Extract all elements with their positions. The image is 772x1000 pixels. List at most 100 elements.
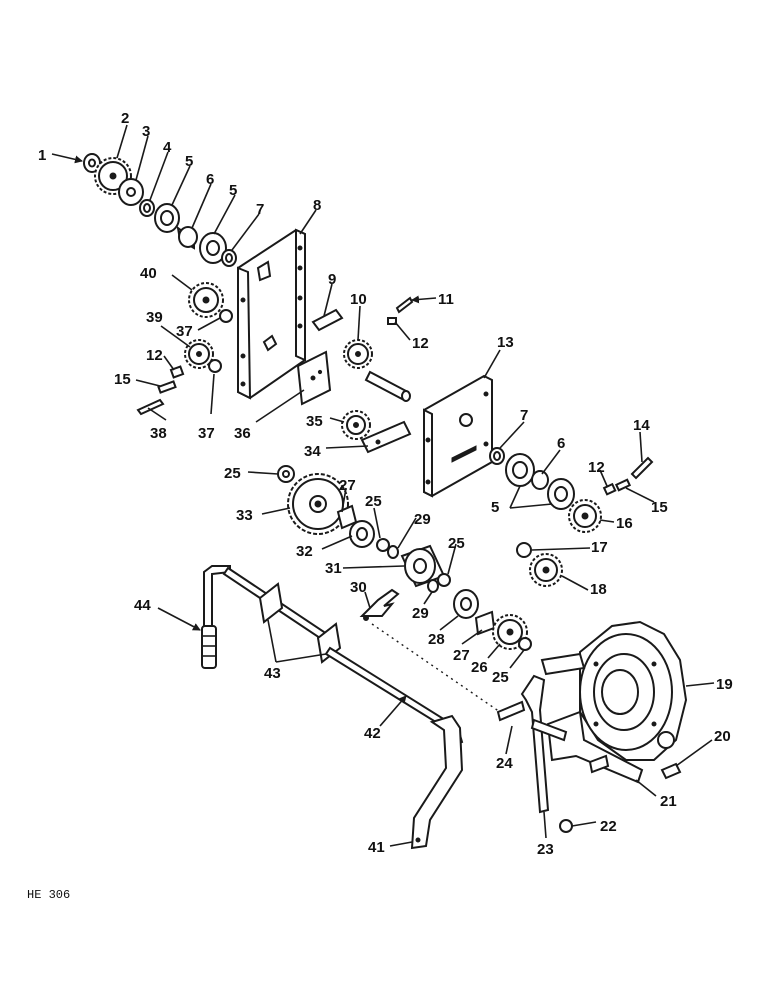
callout-31: 31 — [325, 560, 342, 577]
pin-15-right — [614, 478, 632, 492]
callout-40: 40 — [140, 265, 157, 282]
clutch-32-hole — [356, 527, 368, 541]
shift-fork-30-hole — [363, 615, 369, 621]
bolt-38 — [136, 398, 165, 416]
gearbox-19 — [540, 620, 688, 761]
callout-30: 30 — [350, 579, 367, 596]
bracket-43-right — [316, 622, 342, 664]
callout-5-top-a: 5 — [185, 153, 193, 170]
spacer-37-lower — [208, 359, 222, 373]
flange-3-hole — [126, 187, 136, 197]
bracket-21 — [546, 710, 644, 784]
callout-27-upper: 27 — [339, 477, 356, 494]
callout-25-lower: 25 — [492, 669, 509, 686]
callout-20: 20 — [714, 728, 731, 745]
sprocket-2 — [94, 157, 132, 195]
spacer-37-upper — [219, 309, 233, 323]
callout-19: 19 — [716, 676, 733, 693]
sprocket-16 — [568, 499, 602, 533]
callout-4: 4 — [163, 139, 172, 156]
clutch-28 — [453, 589, 479, 619]
callout-17: 17 — [591, 539, 608, 556]
sprocket-39 — [184, 339, 214, 369]
callout-29-lower: 29 — [412, 605, 429, 622]
collar-7-hole — [225, 253, 233, 263]
washer-25-right — [437, 573, 451, 587]
frame-plate-13 — [423, 374, 493, 498]
nut-22 — [559, 819, 573, 833]
lever-41 — [410, 714, 464, 850]
shift-fork-30 — [359, 588, 400, 617]
callout-8: 8 — [313, 197, 321, 214]
bolt-14 — [630, 456, 654, 480]
callout-7-right: 7 — [520, 407, 528, 424]
flange-5-right-b-hole — [554, 486, 568, 502]
shaft-9 — [311, 308, 344, 332]
top-shaft-group — [83, 153, 237, 267]
callout-labels: 1 2 3 4 5 6 5 7 8 40 9 10 11 39 37 12 12… — [38, 110, 733, 858]
washer-25-mid — [376, 538, 390, 552]
key-12-center — [387, 317, 397, 325]
pin-11 — [395, 296, 414, 314]
callout-38: 38 — [150, 425, 167, 442]
key-12-right — [602, 482, 617, 496]
callout-41: 41 — [368, 839, 385, 856]
bushing-27-lower — [474, 610, 496, 636]
rod-alignment-line — [371, 623, 501, 713]
callout-37-lower: 37 — [198, 425, 215, 442]
washer-25-upper-hole — [282, 470, 290, 478]
callout-33: 33 — [236, 507, 253, 524]
callout-9: 9 — [328, 271, 336, 288]
callout-1: 1 — [38, 147, 46, 164]
callout-7-top: 7 — [256, 201, 264, 218]
flange-5-right-a-hole — [512, 461, 528, 479]
callout-15-left: 15 — [114, 371, 131, 388]
sprocket-33 — [287, 473, 349, 535]
callout-42: 42 — [364, 725, 381, 742]
callout-32: 32 — [296, 543, 313, 560]
callout-12-left: 12 — [146, 347, 163, 364]
bearing-4-hole — [143, 203, 151, 213]
callout-11: 11 — [438, 291, 454, 308]
flange-5-upper-hole — [160, 210, 174, 226]
callout-35: 35 — [306, 413, 323, 430]
frame-plate-8 — [237, 228, 306, 400]
callout-3: 3 — [142, 123, 150, 140]
shaft-long-end — [401, 390, 411, 402]
sprocket-26 — [492, 614, 528, 650]
callout-6-right: 6 — [557, 435, 565, 452]
callout-29-upper: 29 — [414, 511, 431, 528]
callout-14: 14 — [633, 417, 650, 434]
sprocket-10 — [343, 339, 373, 369]
callout-23: 23 — [537, 841, 554, 858]
callout-39: 39 — [146, 309, 163, 326]
callout-37-upper: 37 — [176, 323, 193, 340]
sprocket-35 — [341, 410, 371, 440]
callout-43: 43 — [264, 665, 281, 682]
callout-18: 18 — [590, 581, 607, 598]
bracket-21-tab — [588, 754, 610, 774]
callout-16: 16 — [616, 515, 633, 532]
sprocket-18 — [529, 553, 563, 587]
callout-34: 34 — [304, 443, 321, 460]
bearing-6 — [178, 226, 198, 248]
callout-25-mid: 25 — [365, 493, 382, 510]
callout-5-right: 5 — [491, 499, 499, 516]
callout-6-top: 6 — [206, 171, 214, 188]
sprocket-40 — [188, 282, 224, 318]
callout-12-center: 12 — [412, 335, 429, 352]
spring-44 — [201, 625, 217, 669]
callout-12-right: 12 — [588, 459, 605, 476]
bracket-34-hole — [375, 439, 381, 445]
callout-44: 44 — [134, 597, 151, 614]
callout-2: 2 — [121, 110, 129, 127]
callout-28: 28 — [428, 631, 445, 648]
callout-15-right: 15 — [651, 499, 668, 516]
ring-29-upper — [387, 545, 399, 559]
callout-22: 22 — [600, 818, 617, 835]
clip-20 — [660, 762, 682, 780]
spacer-17 — [516, 542, 532, 558]
bolt-24 — [496, 700, 526, 722]
